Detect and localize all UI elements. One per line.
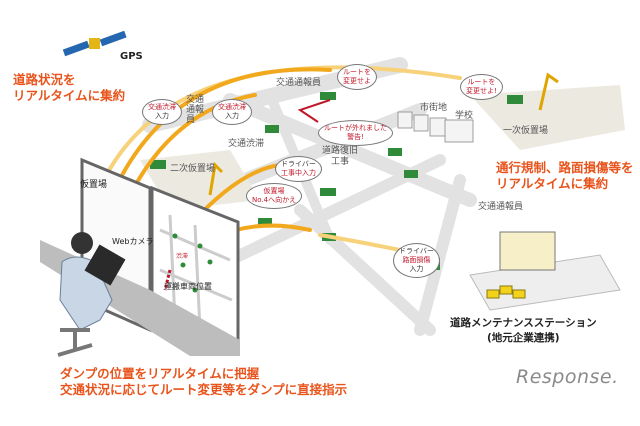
station-caption: 道路メンテナンスステーション (地元企業連携) xyxy=(450,315,597,345)
bubble-line: 仮置場 xyxy=(263,187,285,195)
excavator-icon xyxy=(208,161,224,196)
headline-right: 通行規制、路面損傷等を リアルタイムに集約 xyxy=(496,160,634,192)
bubble-change-route: ルートを変更せよ! xyxy=(460,74,503,100)
bubble-driver-damage: ドライバー路面損傷入力 xyxy=(393,243,440,278)
label-yard: 仮置場 xyxy=(80,180,108,190)
yellow-vehicles xyxy=(486,285,526,299)
headline-line: ダンプの位置をリアルタイムに把握 xyxy=(60,366,260,381)
label-traffic-reporter: 交通通報員 xyxy=(478,202,524,212)
bubble-line: ドライバー xyxy=(281,160,316,168)
headline-line: 道路状況を xyxy=(13,72,76,87)
station-lot xyxy=(469,254,621,311)
bubble-line: 変更せよ! xyxy=(466,87,497,95)
bubble-jam-input: 交通渋滞入力 xyxy=(142,99,182,125)
route-arrow xyxy=(297,99,331,123)
gps-satellite-icon xyxy=(62,30,127,57)
bubble-off-route: ルートが外れました警告! xyxy=(318,120,393,146)
operator-icon xyxy=(57,232,126,357)
bubble-line: ルートを xyxy=(467,78,496,86)
label-downtown: 市街地 xyxy=(420,103,448,113)
label-traffic-reporter: 交通通報員 xyxy=(276,78,322,88)
bubble-line: 路面損傷 xyxy=(402,256,431,264)
gps-label: GPS xyxy=(120,51,143,62)
bubble-line: 交通渋滞 xyxy=(218,103,246,111)
headline-line: リアルタイムに集約 xyxy=(496,176,609,191)
bubble-change-route: ルートを変更せよ xyxy=(337,64,377,90)
bubble-line: 工事中入力 xyxy=(281,169,316,177)
headline-left: 道路状況を リアルタイムに集約 xyxy=(13,72,125,104)
bubble-line: ルートが外れました xyxy=(324,124,387,132)
label-line: 道路復旧 xyxy=(322,146,359,156)
bubble-line: 変更せよ xyxy=(343,77,371,85)
bubble-line: 入力 xyxy=(225,112,239,120)
bubble-jam-input: 交通渋滞入力 xyxy=(212,99,252,125)
label-school: 学校 xyxy=(455,111,474,121)
bubble-line: ドライバー xyxy=(399,247,434,255)
headline-line: 交通状況に応じてルート変更等をダンプに直接指示 xyxy=(60,382,348,397)
station-name: 道路メンテナンスステーション xyxy=(450,317,597,329)
station-building xyxy=(499,231,556,271)
label-road-repair: 道路復旧 工事 xyxy=(322,146,358,168)
label-traffic-reporter: 交通通報員 xyxy=(186,95,205,125)
bubble-line: No.4へ向かえ xyxy=(252,196,297,204)
label-traffic-jam: 交通渋滞 xyxy=(228,139,265,149)
bubble-line: ルートを xyxy=(343,68,371,76)
headline-line: 通行規制、路面損傷等を xyxy=(496,160,634,175)
response-logo: Response. xyxy=(516,366,619,388)
bubble-line: 交通渋滞 xyxy=(148,103,176,111)
headline-line: リアルタイムに集約 xyxy=(13,88,126,103)
excavator-icon xyxy=(538,72,559,111)
label-secondary-yard: 二次仮置場 xyxy=(170,164,216,174)
downtown-buildings xyxy=(397,111,474,143)
label-line: 工事 xyxy=(331,157,350,167)
headline-bottom: ダンプの位置をリアルタイムに把握 交通状況に応じてルート変更等をダンプに直接指示 xyxy=(60,366,347,398)
station-sub: (地元企業連携) xyxy=(486,332,560,344)
label-primary-yard: 一次仮置場 xyxy=(503,126,549,136)
label-jam-marker: 渋滞 xyxy=(176,253,189,260)
bubble-line: 警告! xyxy=(347,133,364,141)
bubble-line: 入力 xyxy=(409,265,424,273)
bubble-line: 入力 xyxy=(155,112,169,120)
label-vehicle-position: 運搬車両位置 xyxy=(164,282,212,291)
bubble-driver-construction: ドライバー工事中入力 xyxy=(275,156,322,182)
label-webcam: Webカメラ xyxy=(112,237,154,246)
